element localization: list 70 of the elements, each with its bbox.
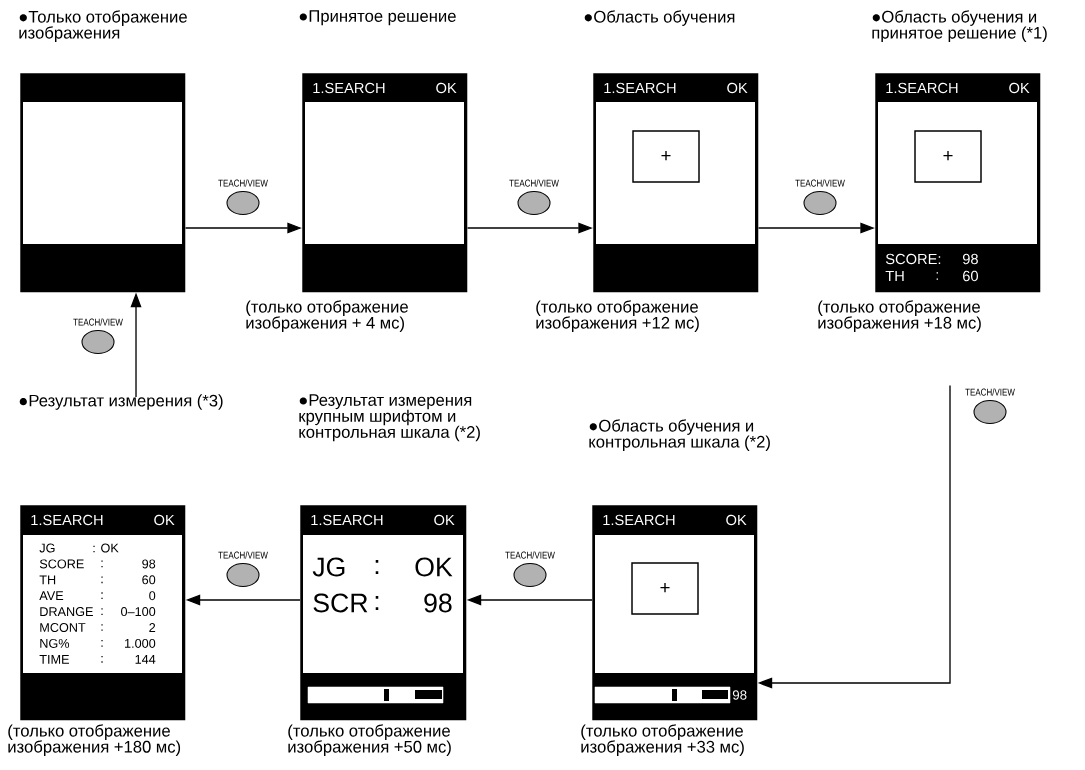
screen-text: 1.SEARCH <box>603 514 675 526</box>
screen-text: OK <box>436 82 457 94</box>
screen-text: 98 <box>732 690 747 700</box>
screen-heading: ●Область обучения <box>584 10 735 26</box>
screen-heading: ●Только отображение изображения <box>19 10 187 42</box>
screen-text: TIME <box>39 654 69 664</box>
screen-text: 1.SEARCH <box>31 514 103 526</box>
edge-label: TEACH/VIEW <box>505 551 555 559</box>
screen-text: : <box>101 576 103 584</box>
screen-text: TH <box>39 575 56 585</box>
screen-text: OK <box>415 557 453 577</box>
screen-text: 1.SEARCH <box>311 514 383 526</box>
screen-text: NG% <box>40 638 70 648</box>
edge-label: TEACH/VIEW <box>509 179 559 187</box>
timing-caption: (только отображение изображения +50 мс) <box>288 724 451 756</box>
edge-label: TEACH/VIEW <box>218 179 268 187</box>
screen-text: : <box>375 559 379 575</box>
screen-text: AVE <box>39 591 64 601</box>
teach-region-box: + <box>632 130 700 183</box>
screen-text: : <box>101 592 103 600</box>
screen-heading: ●Принятое решение <box>299 10 456 26</box>
screen-text: : <box>375 595 379 611</box>
screen-text: 1.000 <box>125 638 156 648</box>
screen-heading: ●Область обучения и принятое решение (*1) <box>872 10 1047 42</box>
screen-text: SCORE: <box>885 253 941 265</box>
screen-text: : <box>101 624 103 631</box>
screen-text: 1.SEARCH <box>604 82 676 94</box>
screen-text: 0 <box>149 591 156 601</box>
teach-region-box: + <box>914 130 982 183</box>
screen-text: 1.SEARCH <box>313 82 385 94</box>
screen-text: OK <box>1009 82 1030 94</box>
screen-text: OK <box>154 514 175 526</box>
screen-text: SCR <box>313 593 368 613</box>
teach-region-box: + <box>631 562 699 615</box>
edge-label: TEACH/VIEW <box>218 551 268 559</box>
screen-text: 98 <box>142 559 156 569</box>
screen-text: SCORE <box>39 559 84 569</box>
screen-text: OK <box>726 514 747 526</box>
screen-text: 1.SEARCH <box>886 82 958 94</box>
screen-text: 60 <box>963 270 978 282</box>
edge-label: TEACH/VIEW <box>965 388 1015 396</box>
timing-caption: (только отображение изображения + 4 мс) <box>246 300 408 332</box>
screen-text: : OK <box>93 543 119 553</box>
screen-text: DRANGE <box>40 607 93 617</box>
timing-caption: (только отображение изображения +180 мс) <box>8 724 181 756</box>
screen-text: MCONT <box>40 623 86 632</box>
screen-text: TH <box>885 270 904 282</box>
timing-caption: (только отображение изображения +33 мс) <box>581 724 744 756</box>
screen-text: : <box>936 272 938 280</box>
screen-text: OK <box>434 514 455 526</box>
screen-text: 0–100 <box>121 607 156 617</box>
screen-text: : <box>101 640 103 647</box>
edge-label: TEACH/VIEW <box>795 179 845 187</box>
screen-text: : <box>101 560 103 568</box>
screen-text: JG <box>312 557 345 577</box>
screen-text: 98 <box>424 593 452 613</box>
screen-text: : <box>101 608 103 615</box>
screen-text: 98 <box>962 253 978 265</box>
screen-text: JG <box>39 543 55 553</box>
screen-text: 144 <box>135 654 156 664</box>
screen-heading: ●Область обучения и контрольная шкала (*2) <box>589 419 770 451</box>
timing-caption: (только отображение изображения +18 мс) <box>818 300 981 332</box>
screen-text: OK <box>727 82 748 94</box>
edge-label: TEACH/VIEW <box>73 318 123 326</box>
screen-heading: ●Результат измерения крупным шрифтом и контрольная шкала (*2) <box>299 394 480 442</box>
timing-caption: (только отображение изображения +12 мс) <box>536 300 699 332</box>
screen-text: 60 <box>142 575 156 585</box>
screen-text: 2 <box>149 623 156 632</box>
screen-heading: ●Результат измерения (*3) <box>19 394 223 410</box>
screen-text: : <box>101 655 103 663</box>
